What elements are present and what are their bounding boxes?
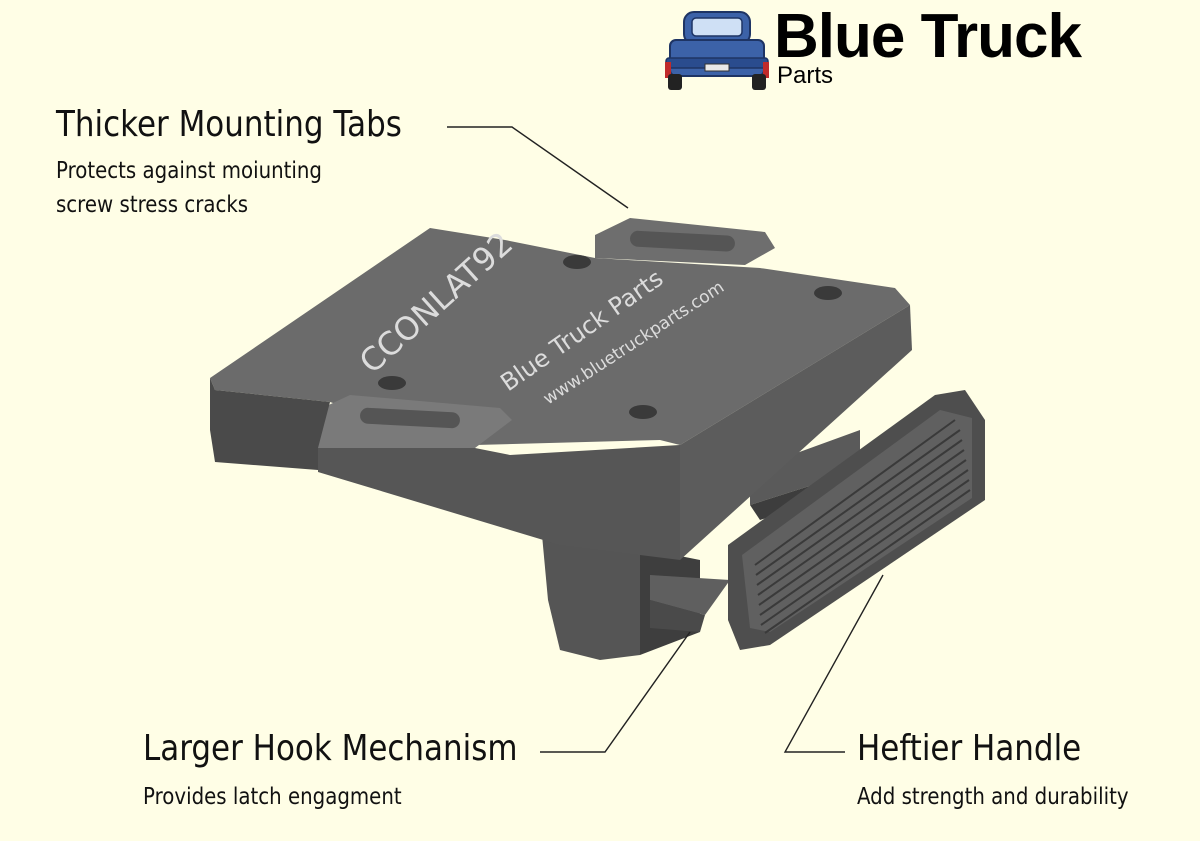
callout-tabs-title: Thicker Mounting Tabs [56,104,402,145]
callout-hook-desc: Provides latch engagment [143,784,402,810]
callout-hook-title: Larger Hook Mechanism [143,728,518,769]
truck-icon [665,11,769,90]
leader-hook [540,631,691,753]
leader-tabs [447,126,629,209]
callout-tabs-desc-line-1: Protects against moiunting [56,158,322,184]
callout-handle-title: Heftier Handle [857,728,1082,769]
brand-name: Blue Truck [774,2,1082,71]
leader-lines [447,126,884,753]
callout-handle-desc: Add strength and durability [857,784,1129,810]
brand-sub: Parts [777,62,834,89]
callout-tabs-desc-line-2: screw stress cracks [56,192,249,218]
hook-mechanism [542,535,730,660]
handle [728,390,985,650]
main-plate: CCONLAT92 Blue Truck Parts www.bluetruck… [210,218,912,560]
leader-handle [783,574,884,753]
